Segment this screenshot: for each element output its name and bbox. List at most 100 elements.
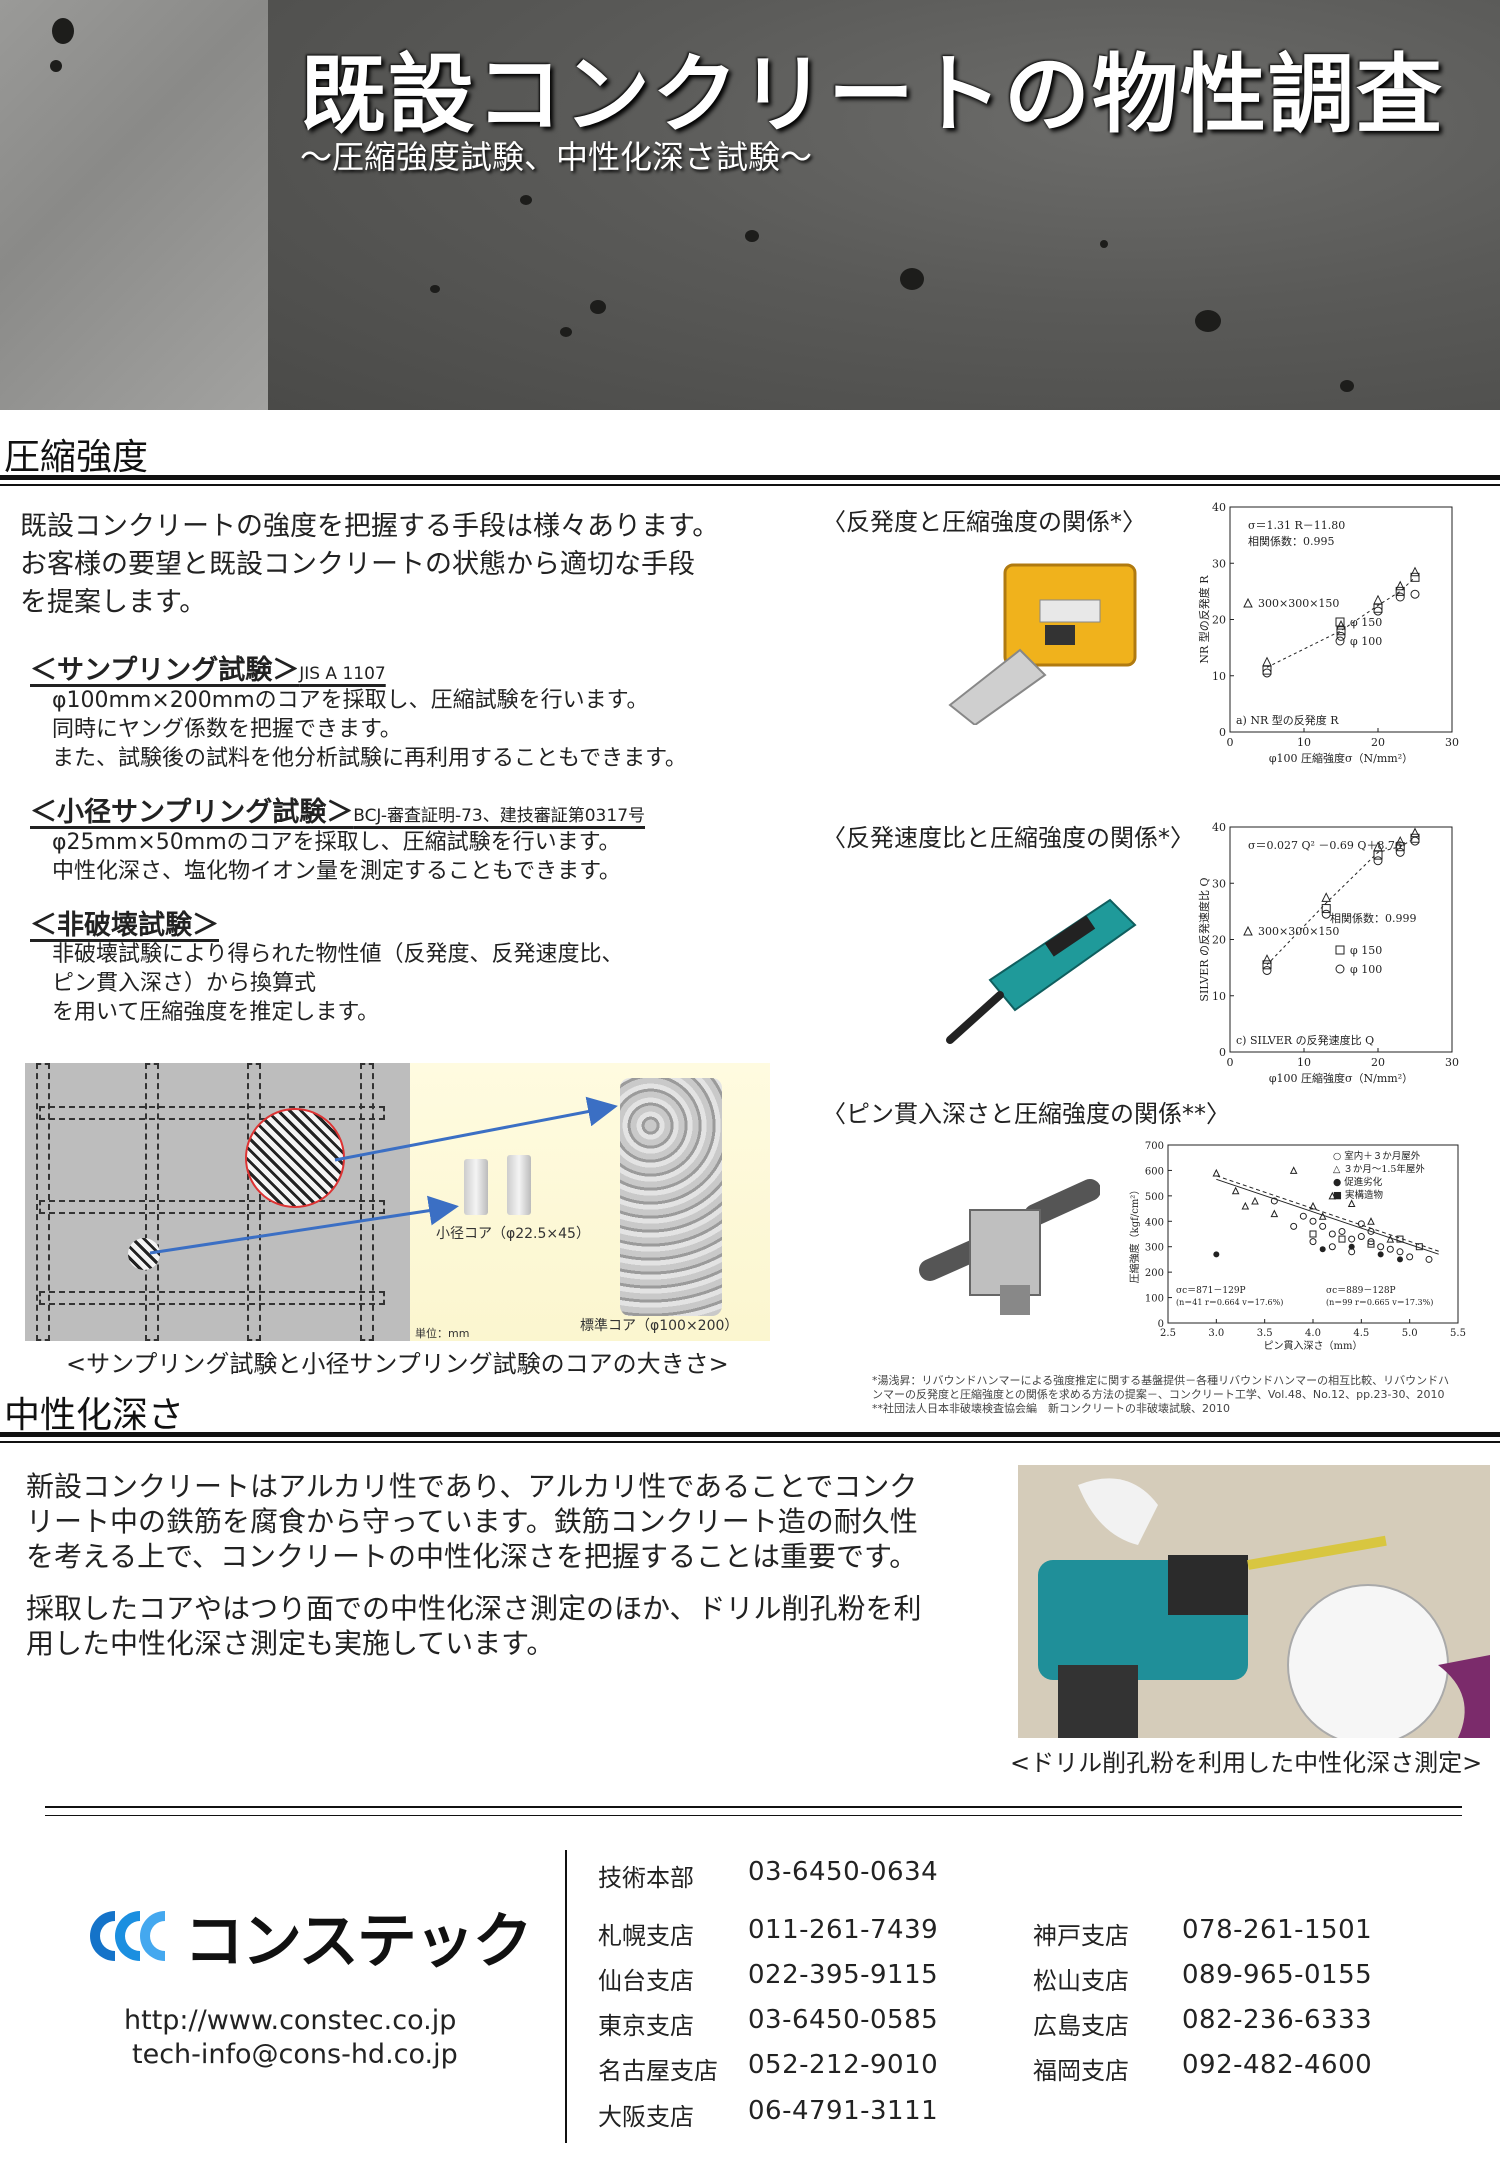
data-point <box>1335 636 1345 646</box>
data-point <box>1212 1168 1221 1177</box>
office-phone[interactable]: 03-6450-0585 <box>748 2005 939 2035</box>
x-tick-label: 5.5 <box>1450 1328 1466 1339</box>
y-tick-label: 200 <box>1145 1268 1164 1279</box>
y-tick-label: 40 <box>1212 821 1226 834</box>
data-point <box>1373 856 1383 866</box>
sampling-line: 同時にヤング係数を把握できます。 <box>52 717 402 742</box>
office-phone[interactable]: 089-965-0155 <box>1182 1960 1373 1990</box>
office-phone[interactable]: 052-212-9010 <box>748 2050 939 2080</box>
office-phone[interactable]: 06-4791-3111 <box>748 2096 939 2126</box>
data-point <box>1270 1197 1278 1205</box>
data-point <box>1328 1191 1337 1200</box>
standard-core-sample <box>620 1078 722 1316</box>
data-point <box>1395 842 1405 852</box>
data-point <box>1328 1243 1336 1251</box>
data-point <box>1336 620 1346 630</box>
concrete-pore <box>430 285 440 293</box>
data-point <box>1373 606 1383 616</box>
data-point <box>1299 1212 1307 1220</box>
fit-line <box>1266 837 1416 966</box>
data-point <box>1377 1251 1384 1258</box>
data-point <box>1309 1230 1317 1238</box>
company-logo-icon <box>85 1906 180 1966</box>
y-tick-label: 600 <box>1145 1166 1164 1177</box>
section-title-compression: 圧縮強度 <box>4 437 149 478</box>
concrete-texture-right <box>268 0 1500 410</box>
data-point <box>1386 1245 1394 1253</box>
header-banner: 既設コンクリートの物性調査 〜圧縮強度試験、中性化深さ試験〜 <box>0 0 1500 410</box>
nondestructive-title: ＜非破壊試験＞ <box>30 910 219 941</box>
y-axis-label: SILVER の反発速度比 Q <box>1197 877 1211 1001</box>
office-phone[interactable]: 011-261-7439 <box>748 1915 939 1945</box>
small-core-label: 小径コア（φ22.5×45） <box>436 1226 590 1242</box>
small-core-sample <box>464 1159 488 1215</box>
office-name: 仙台支店 <box>598 1967 694 1995</box>
data-point <box>1241 1201 1250 1210</box>
y-tick-label: 400 <box>1145 1217 1164 1228</box>
data-point <box>1213 1251 1220 1258</box>
office-name: 神戸支店 <box>1033 1922 1129 1950</box>
office-phone[interactable]: 092-482-4600 <box>1182 2050 1373 2080</box>
data-point <box>1321 909 1331 919</box>
chart-equation: σc＝889－128P <box>1326 1286 1396 1296</box>
company-email[interactable]: tech-info@cons-hd.co.jp <box>132 2039 458 2070</box>
office-phone[interactable]: 082-236-6333 <box>1182 2005 1373 2035</box>
office-name: 広島支店 <box>1033 2012 1129 2040</box>
x-tick-label: 10 <box>1297 736 1311 749</box>
legend-label: ■ 実構造物 <box>1333 1189 1383 1201</box>
y-axis-label: 圧縮強度（kgf/cm²） <box>1128 1185 1141 1284</box>
section-rule <box>0 1432 1500 1437</box>
x-axis-label: φ100 圧縮強度σ（N/mm²） <box>1269 1071 1413 1085</box>
core-sample-illustration: 小径コア（φ22.5×45） 標準コア（φ100×200） 単位：mm <box>410 1063 770 1341</box>
office-phone[interactable]: 03-6450-0634 <box>748 1857 939 1887</box>
intro-line: 既設コンクリートの強度を把握する手段は様々あります。 <box>20 511 720 542</box>
company-url[interactable]: http://www.constec.co.jp <box>124 2005 457 2036</box>
chart-heading-velocity: 〈反発速度比と圧縮強度の関係*〉 <box>822 824 1194 852</box>
y-tick-label: 30 <box>1212 877 1226 890</box>
data-point <box>1396 1235 1404 1243</box>
footer-rule <box>45 1806 1462 1808</box>
data-point <box>1319 1222 1327 1230</box>
data-point <box>1262 960 1272 970</box>
office-phone[interactable]: 078-261-1501 <box>1182 1915 1373 1945</box>
data-point <box>1425 1255 1433 1263</box>
x-tick-label: 0 <box>1227 1056 1234 1069</box>
data-point <box>1395 586 1405 596</box>
y-tick-label: 10 <box>1212 670 1226 683</box>
section-rule <box>0 484 1500 486</box>
y-tick-label: 20 <box>1212 934 1226 947</box>
office-name: 福岡支店 <box>1033 2057 1129 2085</box>
reference-line: **社団法人日本非破壊検査協会編 新コンクリートの非破壊試験、2010 <box>872 1402 1230 1415</box>
y-axis-label: NR 型の反発度 R <box>1197 575 1211 664</box>
carbonation-text: 採取したコアやはつり面での中性化深さ測定のほか、ドリル削孔粉を利 <box>26 1592 922 1625</box>
data-point <box>1318 1212 1327 1220</box>
small-sampling-line: φ25mm×50mmのコアを採取し、圧縮試験を行います。 <box>52 830 621 855</box>
data-point <box>1243 925 1253 936</box>
concrete-pore <box>50 60 62 72</box>
data-point <box>1336 626 1346 636</box>
sampling-line: また、試験後の試料を他分析試験に再利用することもできます。 <box>52 746 687 771</box>
data-point <box>1336 631 1346 641</box>
x-axis-label: ピン貫入深さ（mm） <box>1264 1340 1363 1352</box>
core-position-diagram <box>25 1063 410 1341</box>
intro-line: お客様の要望と既設コンクリートの状態から適切な手段 <box>20 549 695 580</box>
office-name: 大阪支店 <box>598 2103 694 2131</box>
data-point <box>1321 892 1332 902</box>
reference-line: *湯浅昇：リバウンドハンマーによる強度推定に関する基盤提供－各種リバウンドハンマ… <box>872 1374 1450 1387</box>
data-point <box>1367 1217 1375 1225</box>
data-point <box>1251 1196 1259 1205</box>
x-tick-label: 3.5 <box>1257 1328 1273 1339</box>
office-name: 東京支店 <box>598 2012 694 2040</box>
standard-core-hole <box>245 1108 345 1208</box>
carbonation-text: 新設コンクリートはアルカリ性であり、アルカリ性であることでコンク <box>26 1470 918 1503</box>
carbonation-text: リート中の鉄筋を腐食から守っています。鉄筋コンクリート造の耐久性 <box>26 1505 918 1538</box>
page-subtitle: 〜圧縮強度試験、中性化深さ試験〜 <box>300 138 813 176</box>
office-phone[interactable]: 022-395-9115 <box>748 1960 939 1990</box>
drill-photo <box>1018 1465 1490 1738</box>
data-point <box>1309 1238 1317 1246</box>
small-core-hole <box>128 1238 160 1270</box>
y-tick-label: 0 <box>1219 1046 1226 1059</box>
data-point <box>1335 945 1345 955</box>
section-rule <box>0 475 1500 480</box>
